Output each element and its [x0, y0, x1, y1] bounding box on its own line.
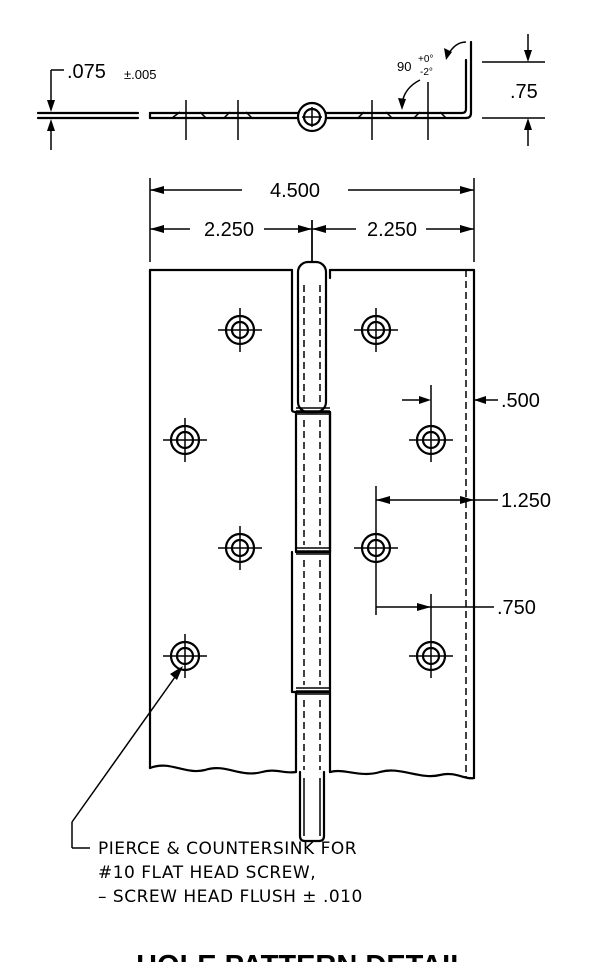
hole-dimensions: .500 1.250 .750	[375, 385, 551, 634]
thickness-tolerance-label: ±.005	[124, 67, 156, 82]
angle-plus-tol: +0°	[418, 54, 433, 65]
angle-minus-tol: -2°	[420, 67, 433, 78]
hole-right-3	[354, 526, 398, 570]
hole-right-1	[354, 308, 398, 352]
hinge-plan-view	[148, 220, 476, 843]
hole-left-2	[163, 418, 207, 462]
note-line-3: – SCREW HEAD FLUSH ± .010	[98, 887, 363, 907]
note-line-1: PIERCE & COUNTERSINK FOR	[98, 839, 357, 859]
half-width-right-label: 2.250	[367, 219, 417, 241]
half-width-left-label: 2.250	[204, 219, 254, 241]
hole-left-4	[163, 634, 207, 678]
thickness-label: .075	[67, 61, 106, 83]
edge-to-hole-label: .500	[501, 390, 540, 412]
top-edge-view: .075 ±.005 90 +0° -2° .75	[36, 34, 545, 150]
hole-right-2	[409, 418, 453, 462]
angle-label: 90	[397, 59, 411, 74]
hole-left-1	[218, 308, 262, 352]
hole-spacing-label: .750	[497, 597, 536, 619]
knuckle-joints	[296, 407, 330, 695]
screw-holes	[163, 308, 453, 678]
height-label: .75	[510, 81, 538, 103]
hole-right-4	[409, 634, 453, 678]
overall-width-label: 4.500	[270, 180, 320, 202]
hole-left-3	[218, 526, 262, 570]
countersink-note: PIERCE & COUNTERSINK FOR #10 FLAT HEAD S…	[71, 666, 363, 907]
hole-offset-label: 1.250	[501, 490, 551, 512]
drawing-title: HOLE PATTERN DETAIL	[136, 950, 468, 962]
note-line-2: #10 FLAT HEAD SCREW,	[98, 863, 316, 883]
width-dimensions: 4.500 2.250 2.250	[149, 178, 475, 262]
